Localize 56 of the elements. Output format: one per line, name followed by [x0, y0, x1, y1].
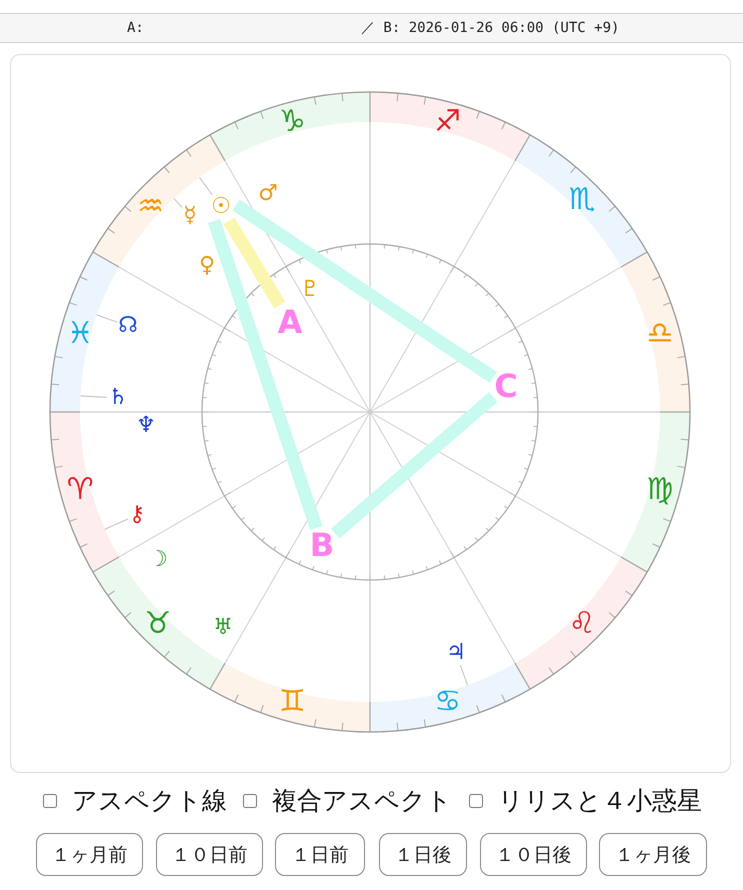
zodiac-symbol: ♓ [66, 319, 94, 350]
leader-line [460, 664, 468, 686]
planet-symbol: ☊ [118, 315, 138, 337]
zodiac-symbol: ♈ [66, 474, 94, 505]
leader-line [173, 198, 183, 208]
planet-symbol: ♂ [258, 183, 278, 205]
planet-symbol: ☿ [183, 205, 197, 227]
zodiac-symbol: ♑ [278, 107, 306, 138]
date-button: １ヶ月後 [599, 833, 707, 876]
zodiac-symbol: ♏ [568, 184, 596, 215]
planet-symbol: ♆ [136, 415, 156, 437]
planet-symbol: ♀ [198, 255, 216, 277]
option-label: リリスと４小惑星 [498, 785, 702, 817]
option-label: 複合アスペクト [272, 785, 452, 817]
point-label: B [310, 529, 334, 561]
zodiac-symbol: ♋ [434, 686, 462, 717]
zodiac-sector [515, 557, 648, 690]
header-text: A: [127, 20, 144, 36]
planet-symbol: ☽ [148, 549, 168, 571]
date-button: １日後 [379, 833, 467, 876]
zodiac-sector [50, 411, 119, 572]
date-button: １０日後 [480, 833, 587, 876]
planet-symbol: ♇ [300, 279, 320, 301]
point-label: C [494, 370, 518, 402]
zodiac-symbol: ♍ [646, 474, 674, 505]
zodiac-sector [621, 252, 690, 413]
leader-line [104, 518, 128, 530]
aspect-line [208, 218, 322, 530]
date-button: １日前 [275, 833, 365, 876]
zodiac-symbol: ♐ [434, 107, 462, 138]
option-label: アスペクト線 [72, 785, 227, 817]
zodiac-symbol: ♌ [568, 609, 596, 640]
zodiac-sector [514, 134, 648, 268]
leader-line [96, 314, 118, 323]
aspect-line [232, 200, 497, 383]
zodiac-sector [369, 663, 530, 732]
zodiac-symbol: ♉ [144, 609, 172, 640]
aspect-line [330, 392, 498, 539]
zodiac-symbol: ♒ [137, 192, 164, 222]
date-button: １０日前 [156, 833, 263, 876]
zodiac-sector [621, 412, 690, 573]
leader-line [199, 176, 213, 196]
planet-symbol: ⚷ [128, 504, 146, 526]
planet-symbol: ☉ [211, 196, 231, 218]
planet-symbol: ♄ [108, 387, 128, 409]
point-label: A [278, 306, 302, 338]
zodiac-symbol: ♊ [278, 686, 306, 717]
header-text: ／ B: 2026-01-26 06:00 (UTC +9) [361, 20, 620, 36]
date-button: １ヶ月前 [36, 833, 143, 876]
zodiac-sector [210, 92, 371, 161]
zodiac-sector [209, 663, 370, 732]
leader-line [80, 395, 108, 398]
planet-symbol: ♅ [213, 617, 233, 639]
zodiac-symbol: ♎ [646, 319, 674, 350]
zodiac-sector [370, 92, 530, 161]
planet-symbol: ♃ [446, 642, 466, 664]
